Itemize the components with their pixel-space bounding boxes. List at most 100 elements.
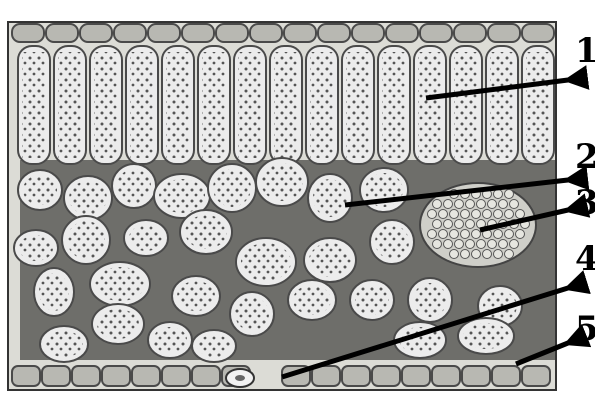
chloroplasts (69, 181, 107, 215)
vascular-cell (488, 200, 497, 209)
chloroplasts (97, 309, 139, 339)
chloroplasts (153, 327, 187, 353)
stoma (226, 369, 254, 387)
vascular-cell (455, 200, 464, 209)
epidermis-cell (488, 24, 520, 42)
chloroplasts (159, 179, 205, 213)
vascular-cell (505, 210, 514, 219)
chloroplasts (19, 235, 53, 261)
epidermis-cell (42, 366, 70, 386)
label-3: 3 (575, 183, 595, 223)
chloroplasts (313, 179, 347, 217)
vascular-cell (433, 240, 442, 249)
chloroplasts (238, 52, 262, 158)
epidermis-cell (182, 24, 214, 42)
vascular-cell (450, 230, 459, 239)
palisade-mesophyll (18, 46, 554, 164)
epidermis-cell (432, 366, 460, 386)
chloroplasts (261, 163, 303, 201)
label-5: 5 (575, 309, 595, 349)
label-4: 4 (575, 239, 595, 279)
vascular-cell (510, 200, 519, 209)
epidermis-cell (192, 366, 220, 386)
label-2: 2 (575, 137, 595, 177)
epidermis-cell (132, 366, 160, 386)
epidermis-cell (522, 366, 550, 386)
vascular-cell (450, 250, 459, 259)
chloroplasts (310, 52, 334, 158)
vascular-cell (439, 210, 448, 219)
epidermis-cell (12, 366, 40, 386)
chloroplasts (454, 52, 478, 158)
epidermis-cell (114, 24, 146, 42)
vascular-cell (477, 200, 486, 209)
chloroplasts (166, 52, 190, 158)
chloroplasts (463, 323, 509, 349)
epidermis-cell (46, 24, 78, 42)
vascular-cell (444, 220, 453, 229)
vascular-cell (505, 250, 514, 259)
vascular-cell (494, 210, 503, 219)
vascular-cell (505, 190, 514, 199)
vascular-cell (499, 240, 508, 249)
chloroplasts (213, 169, 251, 207)
vascular-cell (477, 240, 486, 249)
epidermis-cell (72, 366, 100, 386)
chloroplasts (130, 52, 154, 158)
epidermis-cell (492, 366, 520, 386)
vascular-cell (461, 210, 470, 219)
vascular-cell (455, 220, 464, 229)
chloroplasts (117, 169, 151, 203)
epidermis-cell (312, 366, 340, 386)
chloroplasts (346, 52, 370, 158)
chloroplasts (526, 52, 550, 158)
vascular-cell (494, 250, 503, 259)
chloroplasts (413, 283, 447, 317)
chloroplasts (490, 52, 514, 158)
vascular-cell (472, 230, 481, 239)
chloroplasts (94, 52, 118, 158)
vascular-cell (483, 250, 492, 259)
vascular-cell (461, 250, 470, 259)
epidermis-cell (12, 24, 44, 42)
vascular-cell (466, 240, 475, 249)
vascular-cell (439, 230, 448, 239)
vascular-cell (428, 230, 437, 239)
epidermis-cell (462, 366, 490, 386)
epidermis-cell (352, 24, 384, 42)
vascular-cell (494, 190, 503, 199)
vascular-cell (455, 240, 464, 249)
chloroplasts (23, 175, 57, 205)
epidermis-cell (454, 24, 486, 42)
chloroplasts (309, 243, 351, 277)
chloroplasts (274, 52, 298, 158)
vascular-cell (472, 210, 481, 219)
chloroplasts (241, 243, 291, 281)
chloroplasts (58, 52, 82, 158)
chloroplasts (375, 225, 409, 259)
chloroplasts (39, 273, 69, 311)
epidermis-cell (372, 366, 400, 386)
epidermis-cell (250, 24, 282, 42)
chloroplasts (202, 52, 226, 158)
epidermis-cell (342, 366, 370, 386)
epidermis-cell (522, 24, 554, 42)
chloroplasts (129, 225, 163, 251)
chloroplasts (197, 335, 231, 357)
chloroplasts (355, 285, 389, 315)
vascular-cell (428, 210, 437, 219)
vascular-cell (466, 220, 475, 229)
chloroplasts (177, 281, 215, 311)
vascular-cell (499, 200, 508, 209)
chloroplasts (293, 285, 331, 315)
vascular-cell (516, 230, 525, 239)
chloroplasts (22, 52, 46, 158)
label-1: 1 (575, 31, 595, 71)
vascular-cell (461, 230, 470, 239)
vascular-cell (516, 210, 525, 219)
epidermis-cell (284, 24, 316, 42)
chloroplasts (418, 52, 442, 158)
epidermis-cell (102, 366, 130, 386)
vascular-cell (483, 210, 492, 219)
